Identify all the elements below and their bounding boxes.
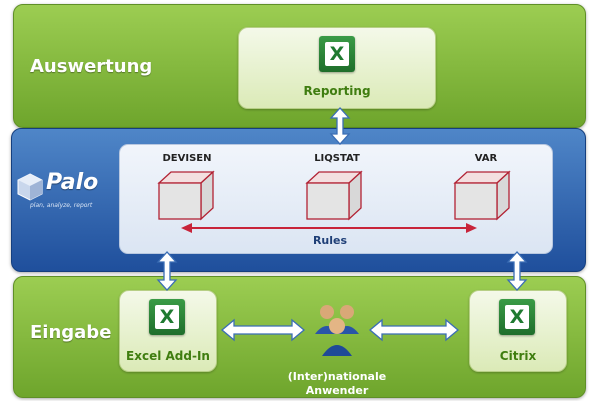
excel-icon: X <box>499 299 535 335</box>
palo-logo-tagline: plan, analyze, report <box>30 202 93 209</box>
liqstat-cube-icon[interactable] <box>304 170 364 222</box>
users-label-line2: Anwender <box>305 384 369 397</box>
eingabe-title: Eingabe <box>30 322 112 343</box>
citrix-card[interactable]: X Citrix <box>469 290 567 372</box>
var-cube-icon[interactable] <box>452 170 512 222</box>
rules-label: Rules <box>312 234 348 247</box>
devisen-cube-icon[interactable] <box>156 170 216 222</box>
users-label-line1: (Inter)nationale <box>287 370 387 383</box>
citrix-label: Citrix <box>499 349 537 363</box>
cube-label-devisen: DEVISEN <box>162 153 212 164</box>
palo-logo: Palo plan, analyze, report <box>16 168 116 216</box>
cube-label-var: VAR <box>474 153 498 164</box>
reporting-label: Reporting <box>303 84 371 98</box>
excel-icon: X <box>319 36 355 72</box>
palo-cube-logo-icon <box>17 173 43 201</box>
users-group-icon <box>315 305 359 356</box>
excel-addin-card[interactable]: X Excel Add-In <box>119 290 217 372</box>
excel-addin-label: Excel Add-In <box>126 349 210 363</box>
reporting-card[interactable]: X Reporting <box>238 27 436 109</box>
auswertung-title: Auswertung <box>30 56 153 77</box>
cube-label-liqstat: LIQSTAT <box>314 153 360 164</box>
palo-logo-name: Palo <box>46 170 99 195</box>
excel-icon: X <box>149 299 185 335</box>
